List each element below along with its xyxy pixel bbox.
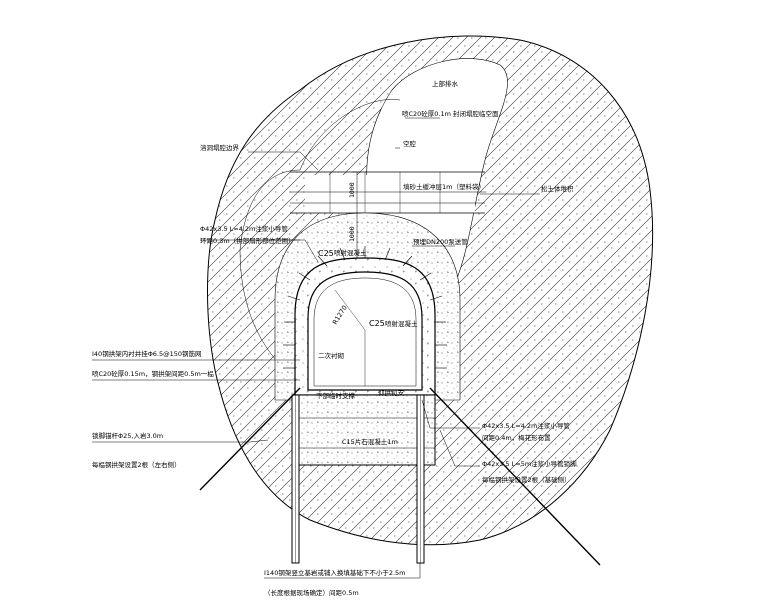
lock-bolt-left (199, 387, 301, 491)
label-i140-b: （长度根据现场确定）间距0.5m (264, 588, 359, 597)
label-pipe-42-mid-b: 间距0.4m，梅花形布置 (482, 433, 551, 442)
label-pump-pipe: 预埋DN200泵送管 (413, 237, 468, 246)
lower-fill-block (294, 394, 436, 466)
label-pipe-42-low-b: 每榀钢拱架设置2根（基础侧） (482, 475, 571, 484)
label-pipe-42-top-b: 环距0.3m（拱部扇形部位范围） (200, 236, 295, 245)
label-pipe-42-mid-a: Φ42x3.5 L=4.2m注浆小导管 (482, 421, 570, 430)
label-cavity-left: 溶洞塌腔边界 (200, 143, 240, 152)
label-foot-lock-b: 每榀钢拱架设置2根（左右侧） (92, 460, 181, 469)
dim-1000-upper: 1000 (348, 182, 356, 198)
label-second-lining: 二次衬砌 (318, 351, 345, 360)
label-void: 空腔 (403, 139, 417, 148)
label-c25-left: C25 (318, 249, 334, 258)
label-temp-steel: 下部临时支撑 (316, 391, 356, 400)
label-fill-1m: C15片石混凝土1m (342, 437, 398, 446)
label-pipe-42-top-a: Φ42x3.5 L=4.2m注浆小导管 (200, 224, 288, 233)
label-c25-inner: C25 (369, 319, 385, 328)
label-i140-a: I140钢架竖立基岩或铺入换填基础下不小于2.5m (264, 568, 406, 577)
label-c25-left-small: 喷射混凝土 (334, 248, 367, 257)
radial-pipes (283, 246, 447, 369)
label-foot-lock-a: 锁脚锚杆Φ25,入岩3.0m (92, 431, 163, 440)
radius-line (334, 289, 366, 331)
label-pipe-42-low-a: Φ42x3.5 L=5m注浆小导管锁脚 (482, 459, 577, 468)
sand-cushion-layer (305, 175, 475, 213)
label-sand-cushion: 填砂土缓冲层1m（塑料袋） (403, 182, 485, 191)
leader-lines (92, 117, 540, 579)
label-i40-a: I40钢拱架内衬并挂Φ6.5@150钢筋网 (92, 349, 202, 358)
lock-bolt-right (429, 387, 601, 566)
dim-1000-lower: 1000 (348, 226, 356, 242)
cavity-inner-contour (299, 99, 401, 171)
label-spray-c20-top: 喷C20砼厚0.1m 封闭塌腔临空面 (402, 109, 499, 118)
label-inverted-arch: 仰拱初支 (378, 388, 405, 397)
label-c25-inner-small: 喷射混凝土 (385, 319, 418, 328)
label-loose-soil: 松土体堆积 (541, 184, 574, 193)
cavity-left-contour (239, 169, 301, 251)
label-upper-drain: 上部排水 (432, 79, 459, 88)
label-i40-b: 喷C20砼厚0.15m，钢拱架间距0.5m一榀 (92, 369, 214, 378)
